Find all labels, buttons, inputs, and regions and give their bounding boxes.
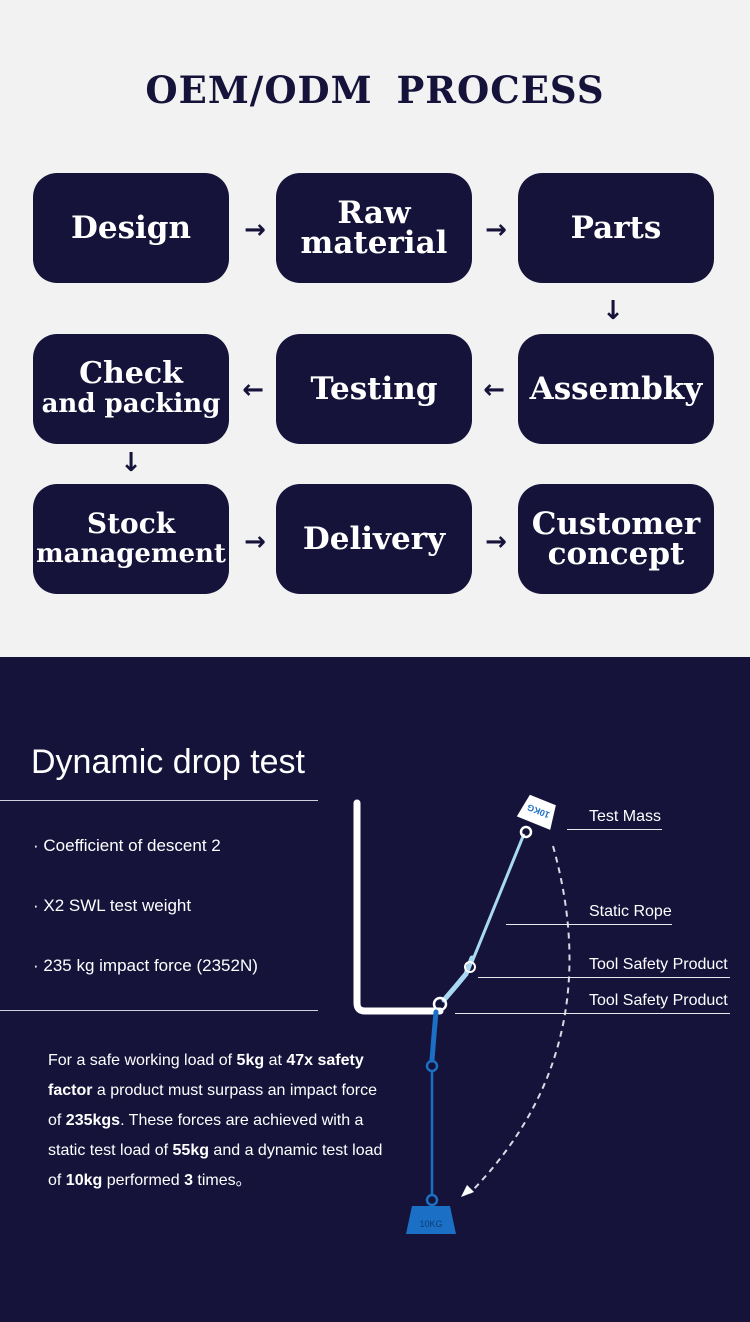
bullet-impact-force: · 235 kg impact force (2352N) (33, 956, 258, 975)
step-raw-material: Raw material (276, 173, 472, 283)
paragraph-text: performed (102, 1172, 185, 1189)
step-raw-material-line-1: Raw (337, 195, 411, 231)
emphasis-value: 10kg (65, 1172, 103, 1189)
step-parts-label: Parts (570, 210, 662, 246)
step-delivery: Delivery (276, 484, 472, 594)
paragraph-text: at (264, 1052, 287, 1069)
step-testing: Testing (276, 334, 472, 444)
tool-safety-product-1 (441, 955, 475, 1003)
test-mass-icon: 10KG (516, 794, 556, 830)
arrow-left-icon: ← (483, 375, 505, 405)
weight-10kg-bottom-icon (406, 1206, 456, 1234)
step-parts: Parts (518, 173, 714, 283)
label-test-mass: Test Mass (589, 808, 662, 825)
step-check-line-1: Check (79, 356, 183, 391)
step-assembky: Assembky (518, 334, 714, 444)
arrow-down-icon: ↓ (120, 448, 142, 478)
arrow-right-icon: → (244, 527, 266, 557)
divider (0, 1010, 318, 1011)
emphasis-value: 55kg (172, 1142, 209, 1159)
arrow-right-icon: → (485, 215, 507, 245)
leader-line (567, 829, 662, 830)
tool-safety-product-2 (429, 1009, 439, 1063)
bullet-coefficient: · Coefficient of descent 2 (33, 836, 221, 855)
static-rope (470, 833, 526, 963)
leader-line (478, 977, 730, 978)
step-raw-material-line-2: material (300, 225, 448, 261)
step-stock-management: Stock management (33, 484, 229, 594)
step-assembky-label: Assembky (529, 371, 703, 407)
paragraph-text: . These forces are achieved with a stati… (48, 1112, 364, 1159)
step-check-packing: Check and packing (33, 334, 229, 444)
arrow-right-icon: → (244, 215, 266, 245)
arrow-head-icon (461, 1185, 474, 1197)
fall-path-arc (469, 845, 571, 1194)
step-delivery-label: Delivery (302, 521, 446, 557)
step-design: Design (33, 173, 229, 283)
paragraph-text: a product must surpass an impact force o… (48, 1082, 378, 1129)
emphasis-value: 5kg (236, 1052, 265, 1069)
leader-line (455, 1013, 730, 1014)
paragraph-text: and a dynamic test load of (48, 1142, 383, 1189)
step-stock-line-1: Stock (86, 507, 176, 540)
step-design-label: Design (70, 210, 192, 246)
label-tool-safety-1: Tool Safety Product (589, 956, 728, 973)
step-customer-line-2: concept (547, 536, 685, 572)
step-customer-concept: Customer concept (518, 484, 714, 594)
step-check-line-2: and packing (41, 389, 221, 419)
label-static-rope: Static Rope (589, 903, 672, 920)
drop-test-title: Dynamic drop test (31, 743, 305, 781)
emphasis-value: 47x safety factor (48, 1052, 364, 1099)
carabiner-icon (432, 996, 448, 1012)
arrow-down-icon: ↓ (602, 296, 624, 326)
weight-bottom-label: 10KG (419, 1219, 442, 1229)
arrow-left-icon: ← (242, 375, 264, 405)
paragraph-text: For a safe working load of (48, 1052, 237, 1069)
emphasis-value: 3 (184, 1172, 193, 1189)
emphasis-value: 235kgs (65, 1112, 121, 1129)
divider (0, 800, 318, 801)
bullet-test-weight: · X2 SWL test weight (33, 896, 192, 915)
paragraph-text: times。 (192, 1172, 252, 1189)
process-section: OEM/ODM PROCESS Design → Raw material → … (0, 0, 750, 657)
step-stock-line-2: management (36, 539, 226, 569)
drop-test-section (0, 657, 750, 1322)
label-tool-safety-2: Tool Safety Product (589, 992, 728, 1009)
leader-line (506, 924, 672, 925)
arrow-right-icon: → (485, 527, 507, 557)
test-frame (353, 799, 444, 1015)
process-title: OEM/ODM PROCESS (145, 68, 605, 112)
step-testing-label: Testing (310, 371, 438, 407)
step-customer-line-1: Customer (531, 506, 701, 542)
drop-test-description: For a safe working load of 5kg at 47x sa… (48, 1046, 388, 1196)
